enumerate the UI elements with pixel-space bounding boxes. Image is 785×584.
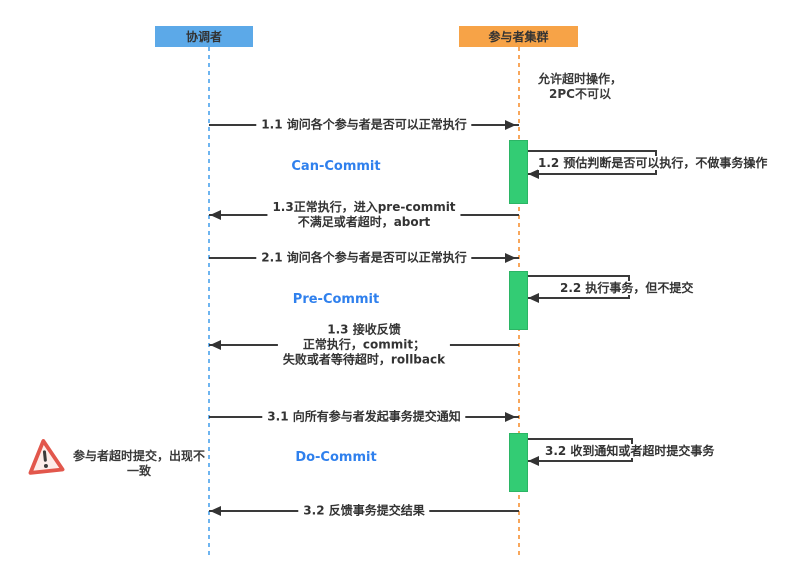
- message-1-3-line-1: 1.3正常执行，进入pre-commit: [272, 200, 456, 214]
- message-3-2-result-label: 3.2 反馈事务提交结果: [298, 503, 430, 519]
- message-2-1-arrow: 2.1 询问各个参与者是否可以正常执行: [209, 250, 519, 266]
- message-1-3-arrow: 1.3正常执行，进入pre-commit 不满足或者超时，abort: [209, 200, 519, 230]
- message-1-2-label: 1.2 预估判断是否可以执行，不做事务操作: [538, 156, 768, 170]
- arrow-left-icon: [528, 169, 539, 179]
- message-2-2-label: 2.2 执行事务，但不提交: [560, 281, 694, 295]
- message-feedback-arrow: 1.3 接收反馈 正常执行，commit； 失败或者等待超时，rollback: [209, 322, 519, 368]
- arrow-left-icon: [210, 340, 221, 350]
- message-3-1-arrow: 3.1 向所有参与者发起事务提交通知: [209, 409, 519, 425]
- message-1-1-arrow: 1.1 询问各个参与者是否可以正常执行: [209, 117, 519, 133]
- message-feedback-line-2: 正常执行，commit；: [302, 337, 426, 352]
- arrow-right-icon: [505, 253, 516, 263]
- arrow-right-icon: [505, 120, 516, 130]
- message-feedback-line-3: 失败或者等待超时，rollback: [282, 352, 446, 367]
- warning-text: 参与者超时提交，出现不 一致: [58, 449, 220, 479]
- arrow-left-icon: [528, 293, 539, 303]
- message-1-3-line-2: 不满足或者超时，abort: [297, 215, 431, 229]
- message-1-3-label: 1.3正常执行，进入pre-commit 不满足或者超时，abort: [267, 200, 461, 230]
- message-3-1-label: 3.1 向所有参与者发起事务提交通知: [262, 409, 466, 425]
- phase-label-can-commit: Can-Commit: [291, 159, 381, 174]
- actor-participants: 参与者集群: [459, 26, 578, 47]
- arrow-left-icon: [210, 210, 221, 220]
- activation-bar-can-commit: [509, 140, 528, 204]
- warning-triangle-icon: [24, 434, 66, 480]
- message-1-1-label: 1.1 询问各个参与者是否可以正常执行: [256, 117, 472, 133]
- note-line-2: 2PC不可以: [549, 87, 611, 101]
- message-3-2-label: 3.2 收到通知或者超时提交事务: [545, 444, 715, 458]
- message-feedback-line-1: 1.3 接收反馈: [327, 322, 401, 337]
- phase-label-pre-commit: Pre-Commit: [292, 292, 380, 307]
- message-2-1-label: 2.1 询问各个参与者是否可以正常执行: [256, 250, 472, 266]
- actor-coordinator: 协调者: [155, 26, 253, 47]
- activation-bar-pre-commit: [509, 271, 528, 330]
- warning-line-2: 一致: [126, 464, 151, 478]
- activation-bar-do-commit: [509, 433, 528, 492]
- note-line-1: 允许超时操作，: [537, 72, 622, 86]
- message-3-2-result-arrow: 3.2 反馈事务提交结果: [209, 503, 519, 519]
- arrow-left-icon: [210, 506, 221, 516]
- phase-label-do-commit: Do-Commit: [295, 450, 377, 465]
- message-feedback-label: 1.3 接收反馈 正常执行，commit； 失败或者等待超时，rollback: [277, 322, 451, 368]
- arrow-left-icon: [528, 456, 539, 466]
- note-timeout-allowed: 允许超时操作， 2PC不可以: [523, 72, 637, 102]
- warning-line-1: 参与者超时提交，出现不: [72, 449, 205, 463]
- lifeline-coordinator: [208, 47, 210, 556]
- arrow-right-icon: [505, 412, 516, 422]
